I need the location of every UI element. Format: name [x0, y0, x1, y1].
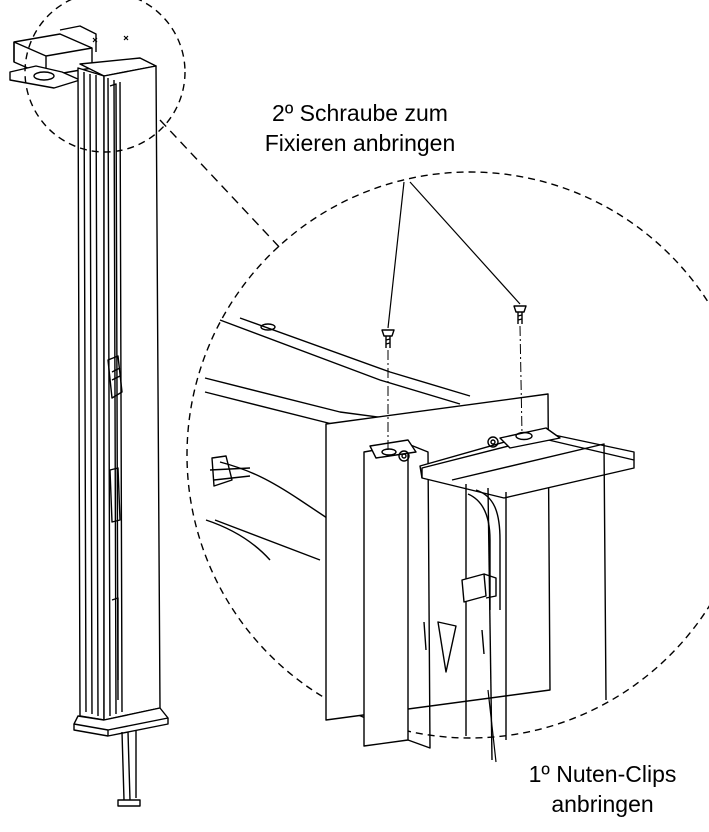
- callout-step-2-line-2: Fixieren anbringen: [264, 130, 456, 156]
- screw-marks-small: [92, 35, 129, 43]
- callout-leaders: [387, 181, 521, 763]
- detail-magnified-circle: [186, 171, 709, 739]
- column-assembly: [9, 25, 169, 807]
- callout-step-1: 1º Nuten-Clips anbringen: [490, 759, 709, 819]
- detail-source-circle: [24, 0, 186, 153]
- callout-step-1-line-1: 1º Nuten-Clips: [528, 761, 677, 787]
- screws: [381, 305, 527, 348]
- detail-view: [204, 317, 635, 761]
- callout-step-2-line-1: 2º Schraube zum: [272, 100, 448, 126]
- callout-step-1-line-2: anbringen: [551, 791, 654, 817]
- screw-axes: [387, 325, 523, 452]
- callout-step-2: 2º Schraube zum Fixieren anbringen: [220, 98, 500, 158]
